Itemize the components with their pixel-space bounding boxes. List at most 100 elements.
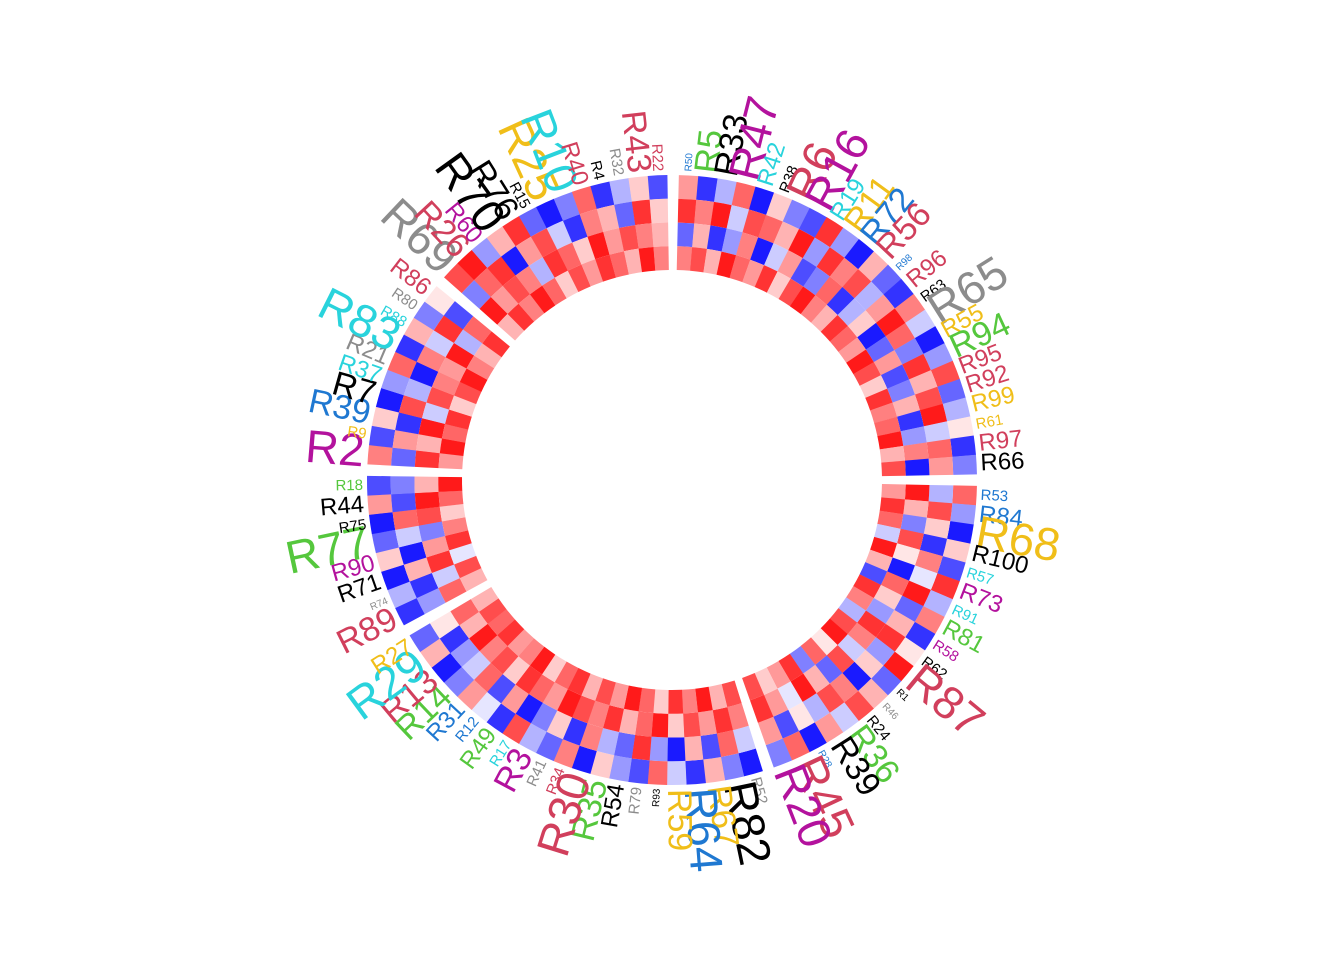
heatmap-cell [716,730,739,757]
heatmap-cell [874,416,901,437]
heatmap-cell [416,345,446,372]
heatmap-cell [426,550,455,574]
heatmap-cell [710,201,732,229]
heatmap-cell [859,562,888,586]
heatmap-cell [777,250,803,279]
heatmap-cell [390,476,415,495]
heatmap-cell [466,355,495,380]
heatmap-cell [518,723,547,754]
heatmap-cell [490,285,519,314]
heatmap-cell [695,686,713,713]
row-label: R97 [977,425,1024,457]
heatmap-cell [721,680,742,708]
heatmap-cell [613,731,636,759]
heatmap-cell [729,255,751,283]
heatmap-cell [381,564,410,591]
heatmap-cell [684,735,704,761]
heatmap-cell [579,723,604,752]
heatmap-cell [647,760,668,785]
heatmap-cell [419,638,451,668]
heatmap-cell [778,653,804,682]
heatmap-cell [820,314,848,342]
heatmap-cell [914,606,945,635]
heatmap-cell [692,223,711,249]
heatmap-cell [515,693,543,724]
heatmap-cell [579,208,604,237]
heatmap-cell [463,316,492,344]
heatmap-cell [914,386,943,411]
heatmap-cell [826,286,855,316]
heatmap-cell [798,207,827,238]
heatmap-cell [391,492,417,513]
heatmap-cell [883,278,914,309]
heatmap-cell [395,334,425,362]
heatmap-cell [471,691,502,723]
heatmap-cell [375,387,404,413]
heatmap-cell [457,249,488,281]
heatmap-cell [714,178,737,206]
heatmap-cell [877,510,904,530]
heatmap-cell [439,438,466,456]
heatmap-cell [414,491,440,510]
heatmap-cell [782,199,810,230]
heatmap-cell [766,660,791,689]
heatmap-cell [937,556,966,582]
heatmap-cell [952,485,977,506]
heatmap-cell [802,237,831,268]
heatmap-cell [749,186,775,216]
heatmap-cell [853,362,882,386]
heatmap-cell [871,264,902,295]
heatmap-cell [726,205,750,233]
heatmap-cell [445,342,475,369]
heatmap-cell [790,258,817,287]
heatmap-cell [757,716,783,746]
heatmap-cell [518,294,545,322]
heatmap-cell [754,667,778,695]
row-label: R22 [648,143,666,171]
heatmap-cell [923,589,953,618]
heatmap-cell [826,645,855,674]
heatmap-cell [881,484,906,500]
heatmap-cell [562,717,588,746]
heatmap-cell [500,684,529,714]
heatmap-cell [690,247,708,273]
heatmap-cell [554,270,579,299]
heatmap-cell [651,222,669,247]
heatmap-cell [529,646,556,675]
heatmap-cell [758,214,783,244]
row-label: R9 [346,423,367,443]
heatmap-cell [876,308,906,337]
heatmap-cell [653,689,669,714]
heatmap-cell [857,678,889,709]
heatmap-cell [507,629,535,657]
heatmap-cell [478,598,507,624]
heatmap-cell [857,610,886,638]
row-label: R66 [980,447,1025,476]
heatmap-cell [685,759,706,785]
heatmap-cell [443,301,474,330]
heatmap-cell [628,175,650,202]
heatmap-cell [438,453,464,470]
heatmap-cell [842,269,872,299]
row-label: R53 [980,487,1008,505]
heatmap-cell [902,580,931,607]
heatmap-cell [486,226,516,257]
heatmap-cell [942,397,971,422]
heatmap-cell [422,402,450,424]
heatmap-cell [846,349,874,375]
heatmap-cell [536,198,564,229]
heatmap-cell [502,656,530,685]
heatmap-cell [479,296,508,325]
heatmap-cell [449,395,477,417]
heatmap-cell [914,549,943,574]
heatmap-cell [368,511,396,535]
heatmap-cell [829,673,859,703]
heatmap-cell [859,375,888,399]
heatmap-cell [777,681,803,710]
heatmap-cell [418,521,446,542]
heatmap-cell [371,529,399,554]
row-label: R44 [319,491,365,522]
row-label: R59 [660,789,699,852]
heatmap-cell [816,683,845,713]
